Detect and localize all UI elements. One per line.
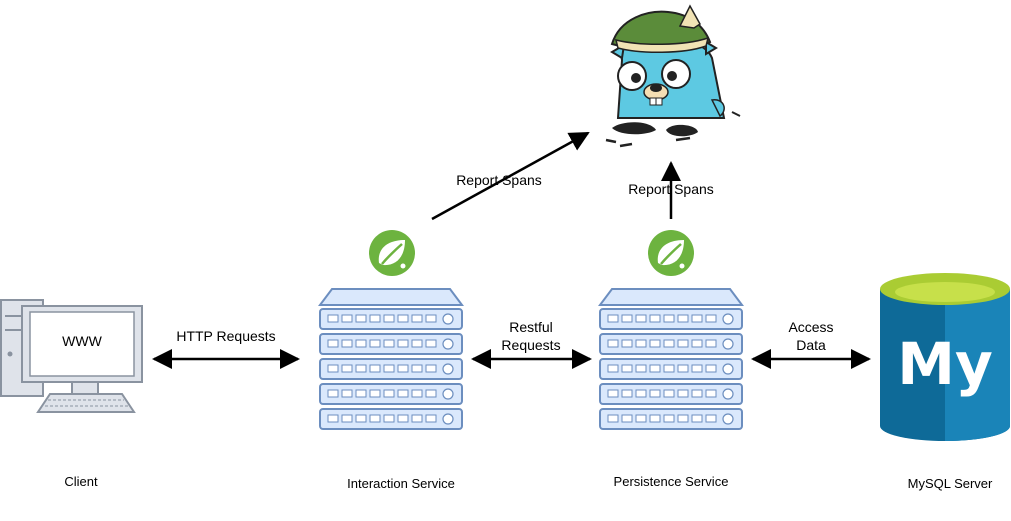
server-rack-icon (600, 289, 742, 429)
mysql-server-label: MySQL Server (908, 476, 993, 491)
interaction-service-label: Interaction Service (347, 476, 455, 491)
restful-requests-label-line2: Requests (501, 337, 560, 353)
gopher-mascot-icon (605, 4, 741, 148)
persistence-service-node: Persistence Service (600, 228, 742, 489)
access-data-label-line1: Access (788, 319, 833, 335)
report-spans-interaction-arrow (431, 131, 590, 221)
client-label: Client (64, 474, 98, 489)
restful-requests-label-line1: Restful (509, 319, 553, 335)
http-requests-label: HTTP Requests (176, 328, 275, 344)
mysql-logo-text: My (897, 330, 993, 398)
desktop-computer-icon (0, 299, 143, 413)
persistence-service-label: Persistence Service (614, 474, 729, 489)
report-spans-persistence-label: Report Spans (628, 181, 714, 197)
report-spans-interaction-label: Report Spans (456, 172, 542, 188)
client-screen-text: WWW (62, 333, 102, 349)
database-cylinder-icon (880, 273, 1010, 441)
interaction-service-node: Interaction Service (320, 228, 462, 491)
spring-leaf-icon (646, 228, 696, 278)
access-data-label-line2: Data (796, 337, 826, 353)
server-rack-icon (320, 289, 462, 429)
spring-leaf-icon (367, 228, 417, 278)
mysql-node: My MySQL Server (880, 273, 1010, 491)
client-node: WWW Client (0, 299, 143, 489)
